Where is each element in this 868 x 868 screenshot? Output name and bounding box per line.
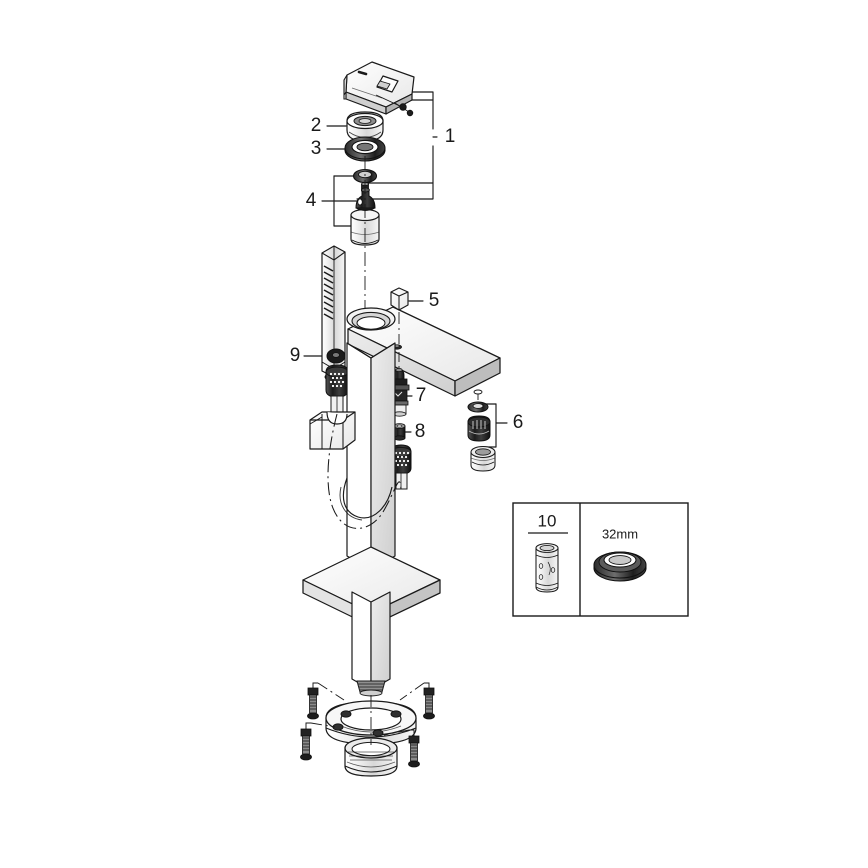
part-spacer-nut bbox=[393, 423, 406, 441]
part-retaining-ring bbox=[344, 136, 386, 162]
callout-label-2: 2 bbox=[311, 115, 322, 136]
inset-size-label: 32mm bbox=[602, 526, 638, 541]
inset-part-number-label: 10 bbox=[538, 511, 557, 530]
callout-label-8: 8 bbox=[415, 421, 426, 442]
callout-label-3: 3 bbox=[311, 138, 322, 159]
callout-label-4: 4 bbox=[306, 190, 317, 211]
inset-seal-ring bbox=[593, 551, 647, 582]
part-lever-handle bbox=[343, 61, 415, 115]
part-cube-screw-cap bbox=[390, 287, 409, 344]
part-hose-connector-lower bbox=[390, 444, 412, 490]
callout-label-1: 1 bbox=[445, 126, 456, 147]
part-spout-arm bbox=[346, 306, 501, 397]
part-bottom-sleeve bbox=[344, 737, 398, 777]
mounting-screw bbox=[423, 687, 435, 720]
inset-box bbox=[512, 502, 689, 617]
mounting-screw bbox=[300, 728, 312, 761]
callout-labels: 1 2 3 4 5 6 7 8 9 bbox=[290, 115, 524, 442]
part-handset-holder bbox=[309, 411, 356, 450]
inset-cartridge-sleeve bbox=[535, 543, 559, 593]
handle-grub-screws bbox=[375, 94, 414, 117]
part-aerator-assembly bbox=[467, 394, 496, 472]
callout-label-9: 9 bbox=[290, 345, 301, 366]
part-hose-oring bbox=[326, 348, 346, 364]
callout-label-5: 5 bbox=[429, 290, 440, 311]
mounting-screws bbox=[300, 682, 435, 768]
part-flexible-hose bbox=[327, 413, 402, 529]
inset-labels: 10 32mm bbox=[538, 511, 639, 541]
part-lower-column bbox=[351, 591, 391, 697]
mounting-screw bbox=[307, 687, 319, 720]
callout-label-7: 7 bbox=[416, 385, 427, 406]
part-hose-connector-nut bbox=[325, 364, 349, 415]
callout-label-6: 6 bbox=[513, 412, 524, 433]
mounting-screw bbox=[408, 735, 420, 768]
part-pillar-column bbox=[346, 342, 396, 571]
